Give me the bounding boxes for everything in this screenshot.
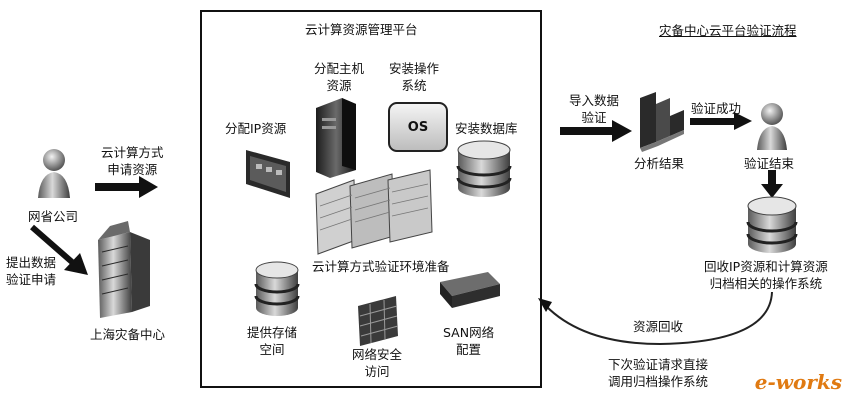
network-card-icon: [246, 150, 290, 198]
san-switch-icon: [440, 272, 500, 308]
submit-label: 提出数据验证申请: [6, 255, 57, 287]
verify-ok-label: 验证成功: [691, 101, 742, 116]
database-icon: [456, 140, 512, 197]
recycle-label: 回收IP资源和计算资源归档相关的操作系统: [704, 259, 828, 291]
arrow-to-import: [560, 120, 632, 142]
apply-label: 云计算方式申请资源: [101, 145, 164, 177]
arrow-down: [761, 170, 783, 198]
verify-person-icon: [757, 103, 787, 150]
bar-chart-icon: [640, 92, 684, 152]
os-box-icon: OS: [388, 102, 448, 152]
right-title: 灾备中心云平台验证流程: [659, 23, 797, 38]
env-prep-label: 云计算方式验证环境准备: [312, 259, 450, 274]
arrow-to-shanghai: [30, 224, 88, 275]
analysis-label: 分析结果: [634, 156, 685, 171]
recycle-database-icon: [746, 196, 798, 253]
shanghai-label: 上海灾备中心: [90, 327, 166, 342]
import-label: 导入数据验证: [569, 93, 620, 125]
alloc-host-label: 分配主机资源: [314, 61, 365, 93]
install-db-label: 安装数据库: [455, 121, 518, 136]
server-tower-icon: [316, 98, 356, 178]
next-request-label: 下次验证请求直接调用归档操作系统: [608, 357, 709, 389]
alloc-ip-label: 分配IP资源: [225, 121, 287, 136]
brand-logo: e-works: [754, 370, 842, 394]
storage-database-icon: [254, 261, 300, 316]
resource-recycle-label: 资源回收: [633, 319, 684, 334]
arrow-to-verify-end: [690, 112, 752, 130]
install-os-label: 安装操作系统: [389, 61, 440, 93]
platform-frame: [200, 10, 542, 388]
san-label: SAN网络配置: [443, 325, 495, 357]
company-label: 网省公司: [28, 209, 79, 224]
net-security-label: 网络安全访问: [352, 347, 403, 379]
platform-title: 云计算资源管理平台: [305, 22, 418, 37]
arrow-to-platform: [95, 176, 158, 198]
storage-label: 提供存储空间: [247, 325, 298, 357]
panels-icon: [315, 169, 433, 255]
firewall-icon: [358, 296, 399, 346]
verify-end-label: 验证结束: [744, 156, 795, 171]
person-icon: [38, 149, 70, 198]
building-icon: [98, 221, 150, 318]
